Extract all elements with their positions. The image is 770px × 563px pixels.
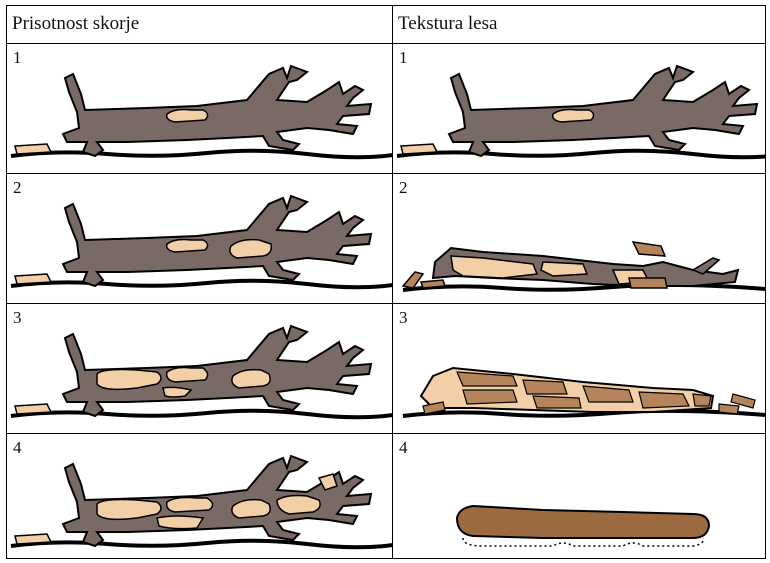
broken-piece xyxy=(15,274,51,284)
bark-panel-1: 1 xyxy=(7,44,393,174)
panel-number: 4 xyxy=(399,438,408,458)
log-illustration xyxy=(7,434,393,559)
exposed-wood-patch xyxy=(167,368,208,383)
fallen-tree-sound-wood xyxy=(397,66,766,157)
fallen-tree-bark-patchy xyxy=(11,326,393,417)
panel-number: 1 xyxy=(399,48,408,68)
panel-number: 3 xyxy=(399,308,408,328)
ground-line xyxy=(11,281,393,288)
ground-line xyxy=(11,541,393,548)
decay-class-table: Prisotnost skorje Tekstura lesa 1 2 3 4 … xyxy=(6,5,766,559)
panel-number: 1 xyxy=(13,48,22,68)
header-bark-presence: Prisotnost skorje xyxy=(7,6,393,44)
texture-panel-1: 1 xyxy=(393,44,766,174)
broken-piece xyxy=(633,242,665,256)
exposed-wood-patch xyxy=(230,240,271,258)
ground-line xyxy=(397,151,766,158)
branch-stub xyxy=(693,258,719,274)
panel-number: 4 xyxy=(13,438,22,458)
tree-trunk xyxy=(449,66,757,156)
exposed-wood-patch xyxy=(167,498,213,513)
broken-piece xyxy=(719,404,739,414)
texture-panel-2: 2 xyxy=(393,174,766,304)
broken-piece xyxy=(421,280,445,288)
panel-number: 3 xyxy=(13,308,22,328)
log-illustration xyxy=(7,174,393,304)
log-illustration xyxy=(393,174,766,304)
decayed-fragment xyxy=(523,380,567,394)
broken-piece xyxy=(403,272,423,288)
header-wood-texture: Tekstura lesa xyxy=(393,6,766,44)
bark-panel-2: 2 xyxy=(7,174,393,304)
decayed-fragment xyxy=(463,390,517,404)
tree-trunk xyxy=(63,196,371,286)
log-illustration xyxy=(7,44,393,174)
decayed-fragment xyxy=(639,392,689,408)
broken-piece xyxy=(15,404,51,414)
exposed-wood-patch xyxy=(167,110,208,123)
log-illustration xyxy=(393,44,766,174)
panel-number: 2 xyxy=(399,178,408,198)
ground-outline-dotted xyxy=(463,538,703,546)
panel-number: 2 xyxy=(13,178,22,198)
bark-panel-3: 3 xyxy=(7,304,393,434)
broken-piece xyxy=(15,144,51,154)
exposed-wood-patch xyxy=(157,516,203,529)
texture-panel-3: 3 xyxy=(393,304,766,434)
ground-line xyxy=(11,151,393,158)
broken-piece xyxy=(629,278,667,288)
decayed-fragment xyxy=(533,396,581,408)
exposed-wood-patch xyxy=(232,370,270,388)
fallen-tree-bark-full xyxy=(11,66,393,157)
log-illustration xyxy=(393,434,766,559)
soft-log xyxy=(457,506,709,538)
broken-piece xyxy=(401,144,437,154)
fallen-tree-bark-mostly-gone xyxy=(11,456,393,547)
log-illustration xyxy=(393,304,766,434)
ground-line xyxy=(11,411,393,418)
fallen-tree-bark-partial xyxy=(11,196,393,287)
log-illustration xyxy=(7,304,393,434)
bark-panel-4: 4 xyxy=(7,434,393,559)
texture-panel-4: 4 xyxy=(393,434,766,559)
decayed-fragment xyxy=(693,394,711,406)
exposed-wood-patch xyxy=(277,496,320,515)
exposed-wood-patch xyxy=(553,110,594,123)
ground-line xyxy=(403,285,766,290)
wood-patch xyxy=(541,262,587,276)
broken-piece xyxy=(15,534,51,544)
exposed-wood-patch xyxy=(167,240,208,253)
tree-trunk xyxy=(63,66,371,156)
exposed-wood-patch xyxy=(232,500,270,518)
